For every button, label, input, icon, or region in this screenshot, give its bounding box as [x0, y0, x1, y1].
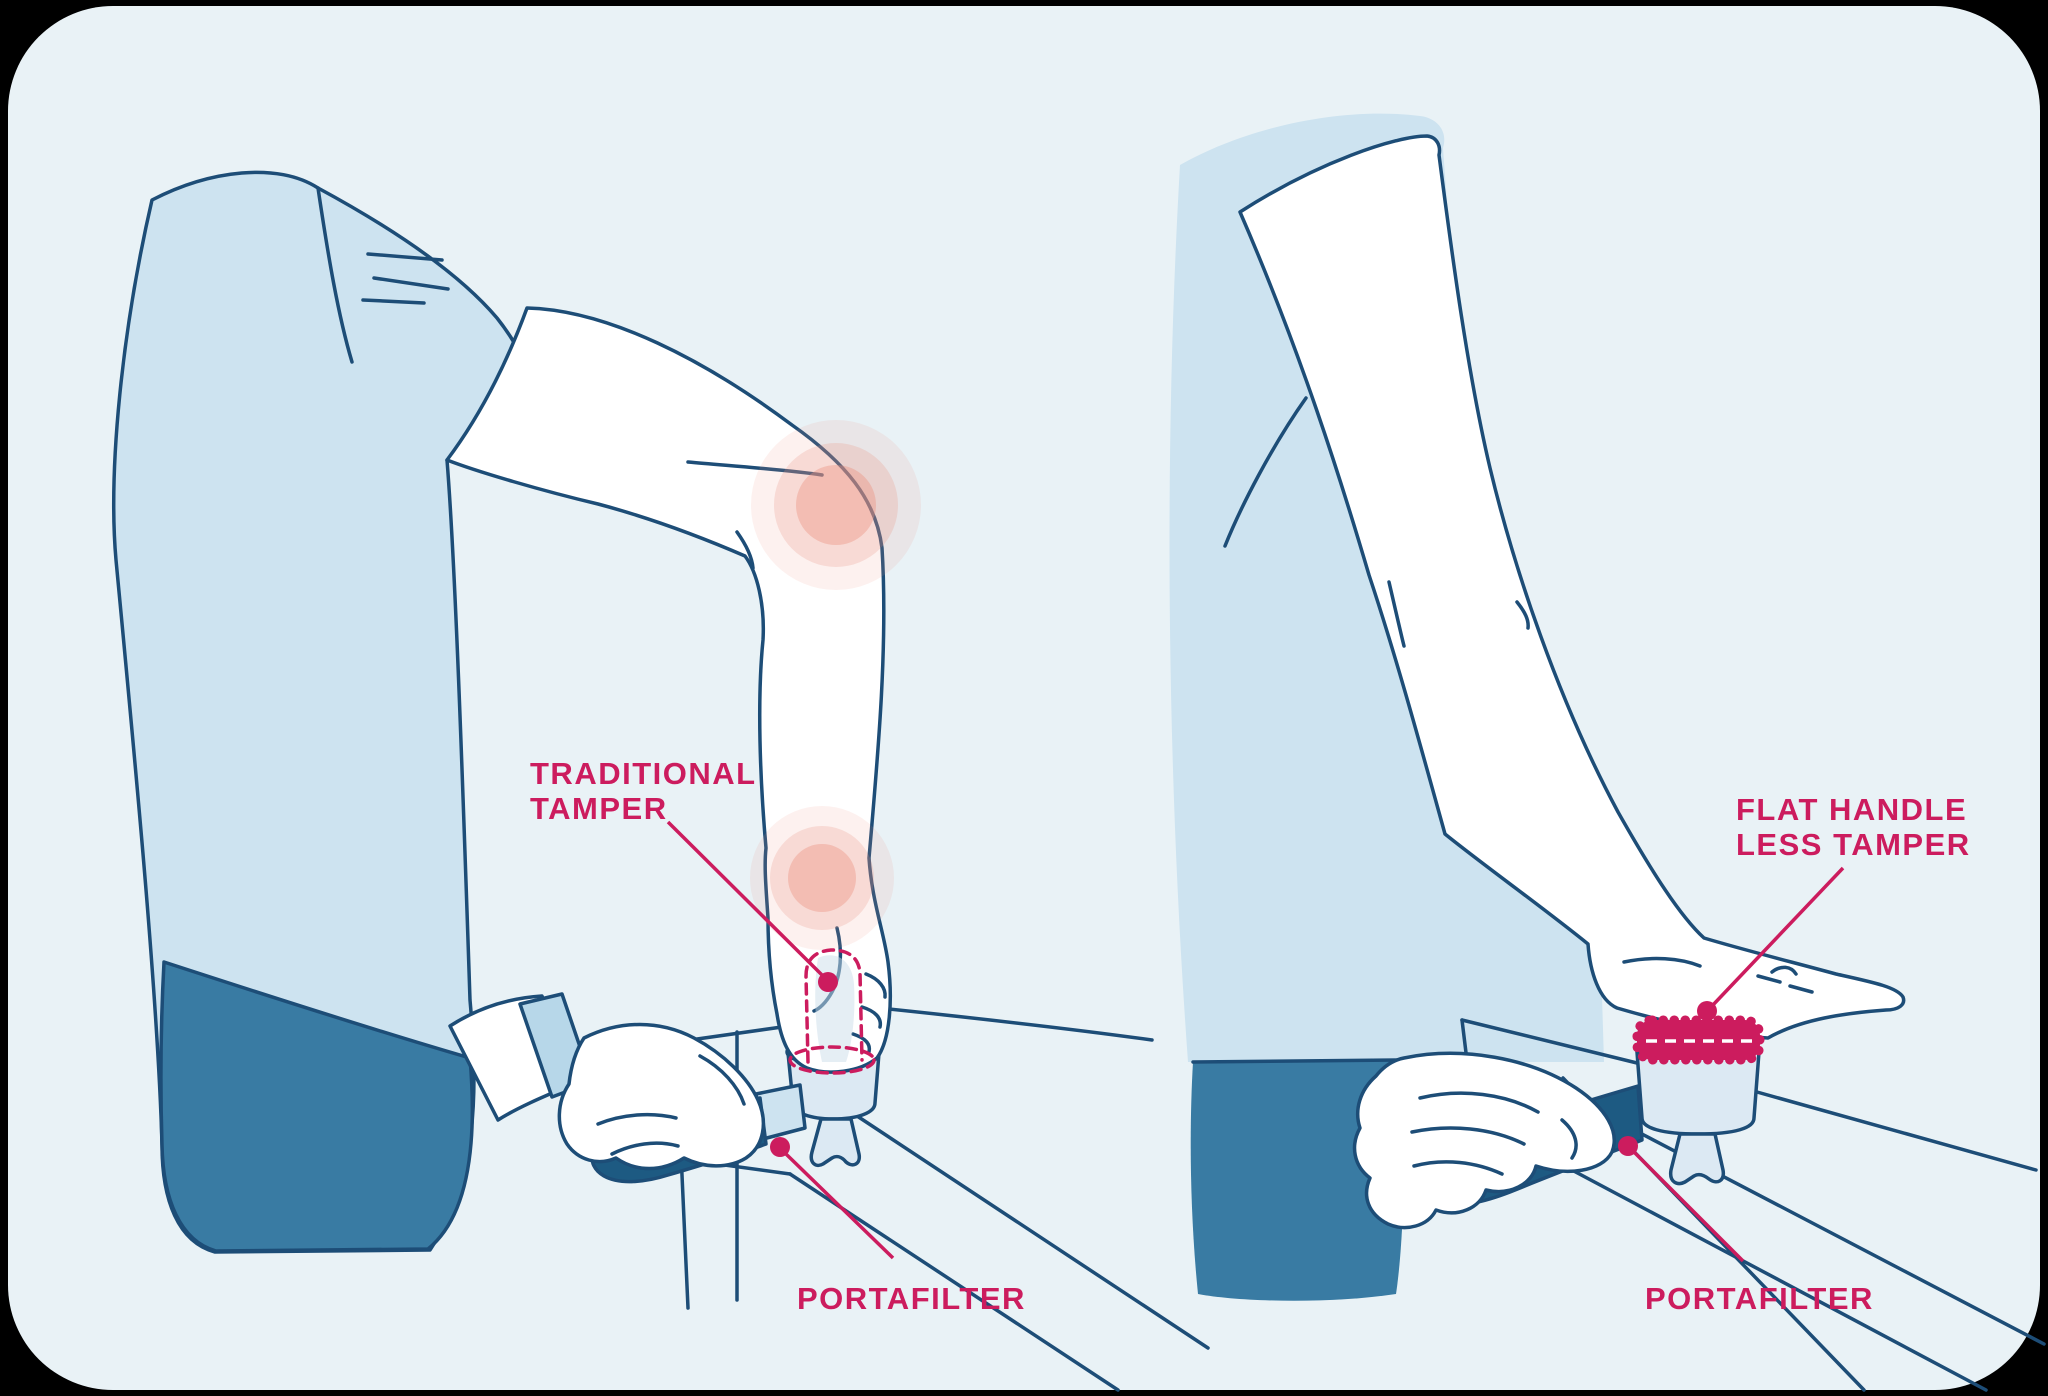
sleeve-fold-line [361, 298, 426, 305]
thumb-line [698, 1054, 746, 1106]
portafilter-spouts [809, 1117, 862, 1168]
thumb-line [1560, 1118, 1578, 1160]
sleeve-fold-line [366, 252, 444, 262]
elbow-crease-line [1515, 600, 1530, 630]
leader-line [666, 820, 826, 979]
callout-dot [1618, 1136, 1638, 1156]
callout-dot [770, 1137, 790, 1157]
table-front-edge [849, 1110, 1210, 1350]
handleless-tamper-puck [1632, 1015, 1765, 1065]
pain-glow-inner [788, 844, 856, 912]
table-edge-line [1755, 1090, 2038, 1172]
handleless-tamper-label-line2: LESS TAMPER [1736, 827, 1971, 862]
palm-line [1622, 956, 1702, 968]
finger-line [610, 1141, 680, 1156]
sleeve-fold-line [372, 276, 450, 291]
left-portafilter-label: PORTAFILTER [797, 1281, 1026, 1316]
elbow-fold-line [735, 530, 755, 570]
handleless-tamper-label-line1: FLAT HANDLE [1736, 792, 1967, 827]
callout-dot [818, 972, 838, 992]
leader-line [1632, 1150, 1745, 1263]
right-dark-sleeve-block [1190, 1060, 1404, 1301]
tamper-puck-body [1637, 1020, 1760, 1060]
traditional-tamper-label-line2: TAMPER [530, 791, 668, 826]
callout-dot [1697, 1001, 1717, 1021]
finger-curl-line [851, 1032, 872, 1054]
finger-curl-line [860, 1005, 883, 1029]
finger-curl-line [864, 972, 887, 999]
sleeve-fold-line [1387, 580, 1406, 648]
traditional-tamper-callout: TRADITIONAL TAMPER [530, 756, 838, 992]
wrist-pain-indicator [750, 806, 894, 950]
right-portafilter-label: PORTAFILTER [1645, 1281, 1874, 1316]
sleeve-block-top-line [1191, 1058, 1404, 1064]
traditional-tamper-label-line1: TRADITIONAL [530, 756, 757, 791]
pain-glow-inner [796, 465, 876, 545]
right-arm-detail-lines [1223, 396, 1814, 994]
table-edge-line [877, 1006, 1154, 1042]
pain-glow-outer [750, 806, 894, 950]
supporting-hand [557, 1022, 766, 1171]
right-supporting-fist [1352, 1051, 1616, 1230]
left-portafilter-callout: PORTAFILTER [770, 1137, 1026, 1316]
finger-line [1418, 1091, 1540, 1114]
left-torso-hip-block [159, 960, 475, 1253]
left-tamping-arm [445, 306, 893, 1074]
right-tamping-arm [1238, 134, 1906, 1040]
elbow-pain-indicator [751, 420, 921, 590]
pain-glow-outer [751, 420, 921, 590]
thumb-bump-line [1770, 965, 1798, 976]
leader-line [1710, 866, 1845, 1008]
knuckle-line [1756, 974, 1782, 984]
table-edge-line [1460, 1018, 1639, 1065]
right-portafilter-callout: PORTAFILTER [1618, 1136, 1874, 1316]
pain-glow-mid [770, 826, 874, 930]
elbow-crease-line [686, 460, 824, 477]
tamper-puck-scalloped-edge [1632, 1015, 1765, 1065]
tamper-handle-dashed [804, 948, 864, 1064]
sleeve-seam-line [316, 186, 354, 364]
leader-line [784, 1152, 895, 1260]
finger-line [596, 1112, 678, 1126]
knuckle-line [1788, 984, 1814, 994]
portafilter-spouts [1668, 1132, 1726, 1186]
armpit-fold-line [1223, 396, 1308, 548]
right-illustration-handleless-tamper: FLAT HANDLE LESS TAMPER PORTAFILTER [1169, 113, 2046, 1392]
left-sleeve-fold-lines [316, 186, 450, 364]
finger-line [1410, 1126, 1526, 1146]
tamper-base-dashed [788, 1045, 876, 1075]
pain-glow-mid [774, 443, 898, 567]
handleless-tamper-callout: FLAT HANDLE LESS TAMPER [1697, 792, 1971, 1021]
left-illustration-traditional-tamper: TRADITIONAL TAMPER PORTAFILTER [112, 170, 1210, 1392]
left-supporting-arm [448, 992, 766, 1171]
finger-line [1412, 1160, 1504, 1176]
